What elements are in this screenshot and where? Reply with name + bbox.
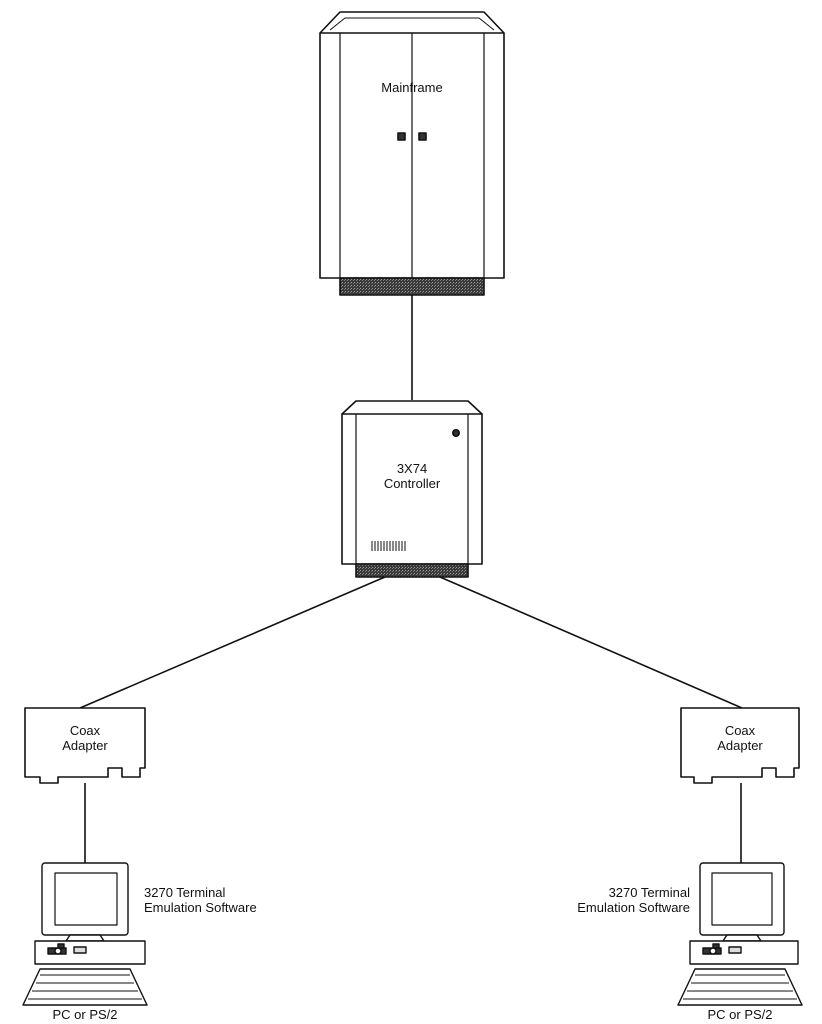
mainframe-icon xyxy=(320,12,504,295)
adapter-right-label-line1: Coax xyxy=(690,723,790,738)
adapter-left-label-line2: Adapter xyxy=(35,738,135,753)
edge-controller-adapter-right xyxy=(440,577,742,708)
pc-right-software-line2: Emulation Software xyxy=(540,900,690,915)
pc-right-software-line1: 3270 Terminal xyxy=(540,885,690,900)
pc-right-label: PC or PS/2 xyxy=(680,1007,800,1022)
controller-label-line1: 3X74 xyxy=(362,461,462,476)
edge-controller-adapter-left xyxy=(80,577,385,708)
mainframe-label: Mainframe xyxy=(362,80,462,95)
pc-left-software-line1: 3270 Terminal xyxy=(144,885,284,900)
pc-right-icon xyxy=(678,863,802,1005)
controller-label-line2: Controller xyxy=(362,476,462,491)
pc-left-label: PC or PS/2 xyxy=(25,1007,145,1022)
adapter-right-label-line2: Adapter xyxy=(690,738,790,753)
pc-left-software-line2: Emulation Software xyxy=(144,900,294,915)
adapter-left-label-line1: Coax xyxy=(35,723,135,738)
pc-left-icon xyxy=(23,863,147,1005)
